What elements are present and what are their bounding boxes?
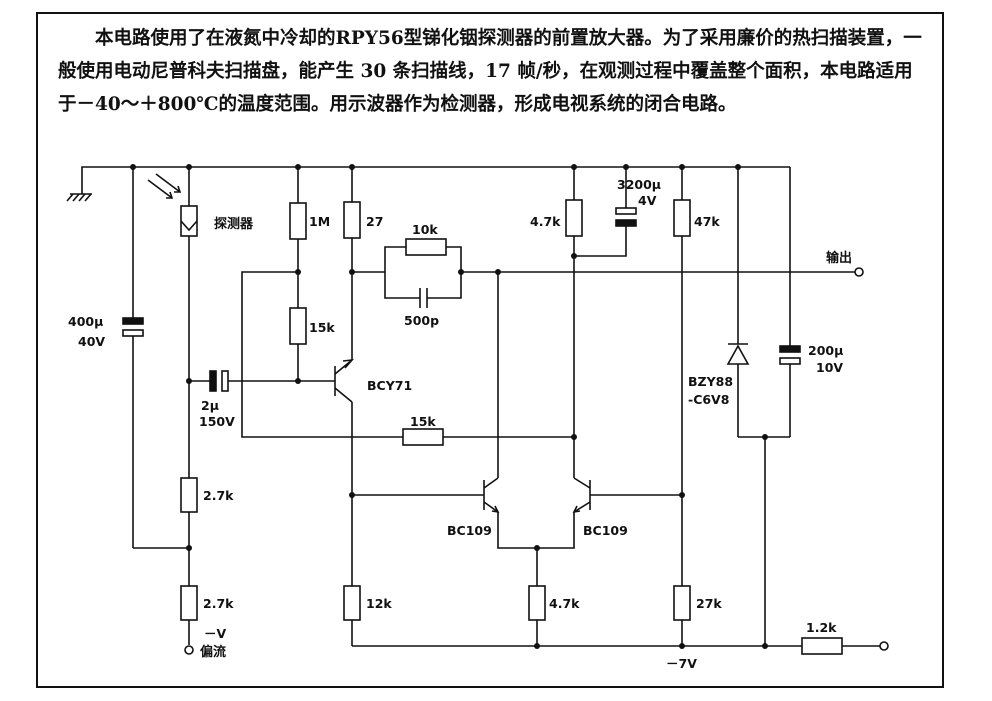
detector-icon — [180, 205, 198, 237]
label-detector: 探测器 — [214, 216, 254, 232]
label-bc109-left: BC109 — [447, 523, 492, 538]
resistor-2-7k-bottom — [180, 585, 198, 621]
resistor-4-7k-emitter — [528, 585, 546, 621]
label-r-27: 27 — [366, 214, 383, 229]
label-neg-7v: －7V — [666, 656, 697, 671]
label-r-12k: 12k — [366, 596, 392, 611]
resistor-2-7k-top — [180, 477, 198, 513]
label-r-15k-base: 15k — [309, 320, 335, 335]
resistor-15k-base — [289, 307, 307, 345]
label-bias: 偏流 — [200, 644, 226, 660]
label-r-4-7k-collector: 4.7k — [530, 214, 561, 229]
capacitor-500p — [419, 288, 428, 308]
label-c-500p: 500p — [404, 313, 439, 328]
label-c-3200u-voltage: 4V — [638, 193, 657, 208]
output-terminal — [854, 267, 864, 277]
label-output: 输出 — [826, 250, 852, 266]
resistor-1-2k — [801, 637, 843, 655]
ground-icon — [66, 193, 92, 202]
capacitor-2u — [209, 370, 229, 392]
figure-frame — [36, 12, 944, 688]
transistor-bc109-right — [572, 477, 591, 514]
label-c-2u: 2μ — [201, 398, 219, 413]
capacitor-3200u — [615, 207, 637, 227]
label-bc109-right: BC109 — [583, 523, 628, 538]
resistor-47k — [673, 199, 691, 237]
label-r-10k: 10k — [412, 222, 438, 237]
label-c-200u: 200μ — [808, 343, 843, 358]
label-r-27k: 27k — [696, 596, 722, 611]
capacitor-200u — [779, 345, 801, 365]
resistor-27 — [343, 201, 361, 239]
transistor-bcy71 — [334, 358, 354, 403]
resistor-4-7k-collector — [565, 199, 583, 237]
label-r-1m: 1M — [309, 214, 330, 229]
resistor-1m — [289, 202, 307, 240]
label-bcy71: BCY71 — [367, 378, 412, 393]
label-neg-v: －V — [204, 626, 227, 641]
circuit-description: 本电路使用了在液氮中冷却的RPY56型锑化铟探测器的前置放大器。为了采用廉价的热… — [58, 22, 928, 121]
label-c-3200u: 3200μ — [617, 177, 661, 192]
label-c-200u-voltage: 10V — [816, 360, 843, 375]
resistor-12k — [343, 585, 361, 621]
label-r-2-7k-bottom: 2.7k — [203, 596, 234, 611]
supply-terminal — [879, 641, 889, 651]
capacitor-400u — [122, 317, 144, 337]
description-text: 本电路使用了在液氮中冷却的RPY56型锑化铟探测器的前置放大器。为了采用廉价的热… — [58, 28, 922, 115]
bias-terminal — [184, 645, 194, 655]
label-r-4-7k-emitter: 4.7k — [549, 596, 580, 611]
zener-diode-icon — [726, 343, 750, 365]
resistor-15k-feedback — [402, 428, 444, 446]
label-c-2u-voltage: 150V — [199, 414, 235, 429]
label-r-47k: 47k — [694, 214, 720, 229]
label-c-400u: 400μ — [68, 314, 103, 329]
label-r-15k-feedback: 15k — [410, 414, 436, 429]
label-zener-voltage: -C6V8 — [688, 392, 729, 407]
label-r-2-7k-top: 2.7k — [203, 488, 234, 503]
transistor-bc109-left — [483, 477, 500, 514]
label-r-1-2k: 1.2k — [806, 620, 837, 635]
top-rail — [81, 166, 790, 194]
label-c-400u-voltage: 40V — [78, 334, 105, 349]
label-zener: BZY88 — [688, 374, 733, 389]
resistor-10k — [405, 238, 447, 256]
resistor-27k — [673, 585, 691, 621]
